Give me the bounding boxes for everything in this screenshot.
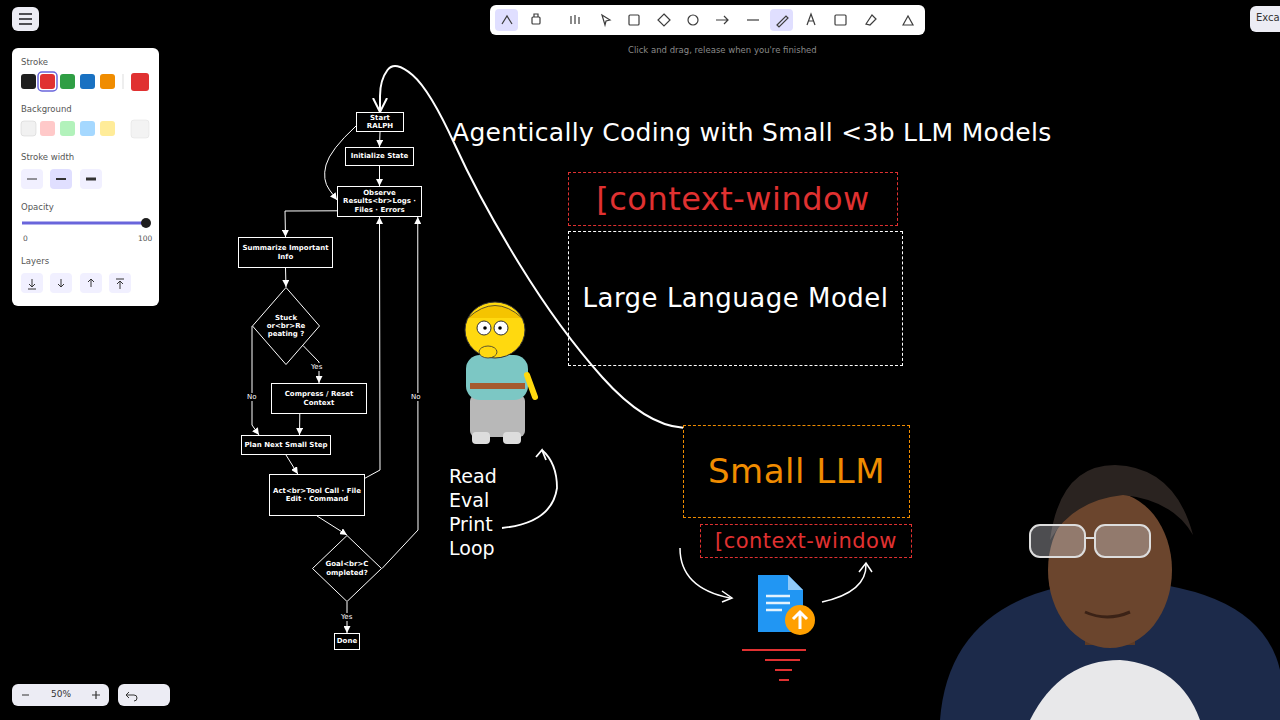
ralph-illustration: [465, 302, 535, 444]
node-text: Goal<br>Completed?: [325, 560, 368, 576]
node-text: Act<br>Tool Call · File Edit · Command: [271, 487, 363, 503]
flow-arrow: [299, 414, 300, 435]
node-text: Initialize State: [351, 152, 409, 160]
opacity-slider: [22, 218, 151, 228]
share-button-text: Exca: [1256, 12, 1280, 23]
into-doc-arrow-head: [722, 591, 732, 602]
tool-active: [770, 9, 793, 31]
flow-arrow: [317, 516, 347, 535]
flow-arrow: [286, 455, 298, 474]
process-box: Plan Next Small Step: [241, 435, 331, 455]
diamond-shape: [313, 536, 382, 602]
loop-arrow-head: [536, 450, 546, 460]
edge-label: Yes: [340, 613, 353, 621]
diamond-shape: [253, 288, 320, 365]
decision-diamond: Goal<br>Completed?: [312, 535, 382, 602]
underline-strokes: [742, 650, 806, 680]
stroke-width-buttons: [21, 169, 102, 189]
node-text: Large Language Model: [582, 284, 888, 314]
layer-buttons: [21, 273, 131, 293]
toolbar: [490, 5, 925, 35]
toolbar-icons: [502, 14, 913, 27]
node-text: Plan Next Small Step: [244, 441, 327, 449]
process-box: Initialize State: [345, 147, 414, 166]
node-text: Compress / Reset Context: [273, 390, 365, 406]
zoom-level: 50%: [51, 689, 71, 699]
toolbar-hint: Click and drag, release when you're fini…: [628, 45, 817, 55]
flow-arrow: [285, 268, 287, 287]
repl-note: Read Eval Print Loop: [449, 464, 509, 560]
share-button: [1250, 6, 1280, 32]
node-text: Start RALPH: [358, 114, 402, 130]
webcam-presenter: [940, 465, 1280, 720]
node-text: Small LLM: [708, 452, 885, 491]
menu-button: [12, 7, 39, 31]
edge-label: Yes: [310, 363, 323, 371]
process-box: Act<br>Tool Call · File Edit · Command: [269, 474, 365, 516]
small-model-box: Small LLM: [683, 425, 910, 518]
flow-arrow: [285, 211, 337, 237]
menu-icon: [19, 14, 32, 24]
flow-arrow: [379, 132, 381, 147]
model-box: Large Language Model: [568, 231, 903, 366]
edge-label: No: [246, 393, 258, 401]
decision-diamond: Stuck or<br>Repeating ?: [252, 287, 320, 365]
flow-arrow: [365, 217, 380, 478]
zoom-control: [12, 684, 109, 706]
undo-control: [118, 684, 170, 706]
slider-value: 0: [23, 234, 28, 243]
panel-label: Opacity: [21, 202, 54, 212]
node-text: Stuck or<br>Repeating ?: [265, 314, 307, 338]
context-window-box: [context-window: [568, 172, 898, 226]
undo-icon: [126, 692, 137, 701]
background-swatches: [21, 120, 149, 138]
to-context-arrow-head: [859, 563, 872, 572]
end-box: Done: [334, 633, 360, 650]
document-upload-icon: [758, 575, 815, 635]
node-text: Observe Results<br>Logs · Files · Errors: [339, 189, 420, 213]
panel-label: Layers: [21, 256, 49, 266]
node-text: [context-window: [715, 529, 897, 553]
flow-arrow: [379, 166, 380, 186]
node-text: [context-window: [596, 181, 870, 218]
context-window-box: [context-window: [700, 524, 912, 558]
diagram-title: Agentically Coding with Small <3b LLM Mo…: [452, 118, 1052, 147]
tool-active: [495, 9, 518, 31]
process-box: Summarize Important Info: [238, 237, 333, 268]
panel-label: Stroke width: [21, 152, 74, 162]
node-text: Summarize Important Info: [240, 244, 331, 260]
slider-value: 100: [138, 234, 152, 243]
loop-arrow: [502, 450, 557, 528]
panel-label: Stroke: [21, 57, 48, 67]
properties-panel: [12, 48, 159, 306]
panel-label: Background: [21, 104, 72, 114]
node-text: Done: [337, 637, 357, 645]
stroke-swatches: [21, 72, 149, 91]
process-box: Observe Results<br>Logs · Files · Errors: [337, 186, 422, 217]
process-box: Compress / Reset Context: [271, 383, 367, 414]
edge-label: No: [410, 393, 422, 401]
start-box: Start RALPH: [356, 112, 404, 132]
to-context-arrow: [822, 564, 866, 602]
flow-arrow: [252, 326, 259, 435]
